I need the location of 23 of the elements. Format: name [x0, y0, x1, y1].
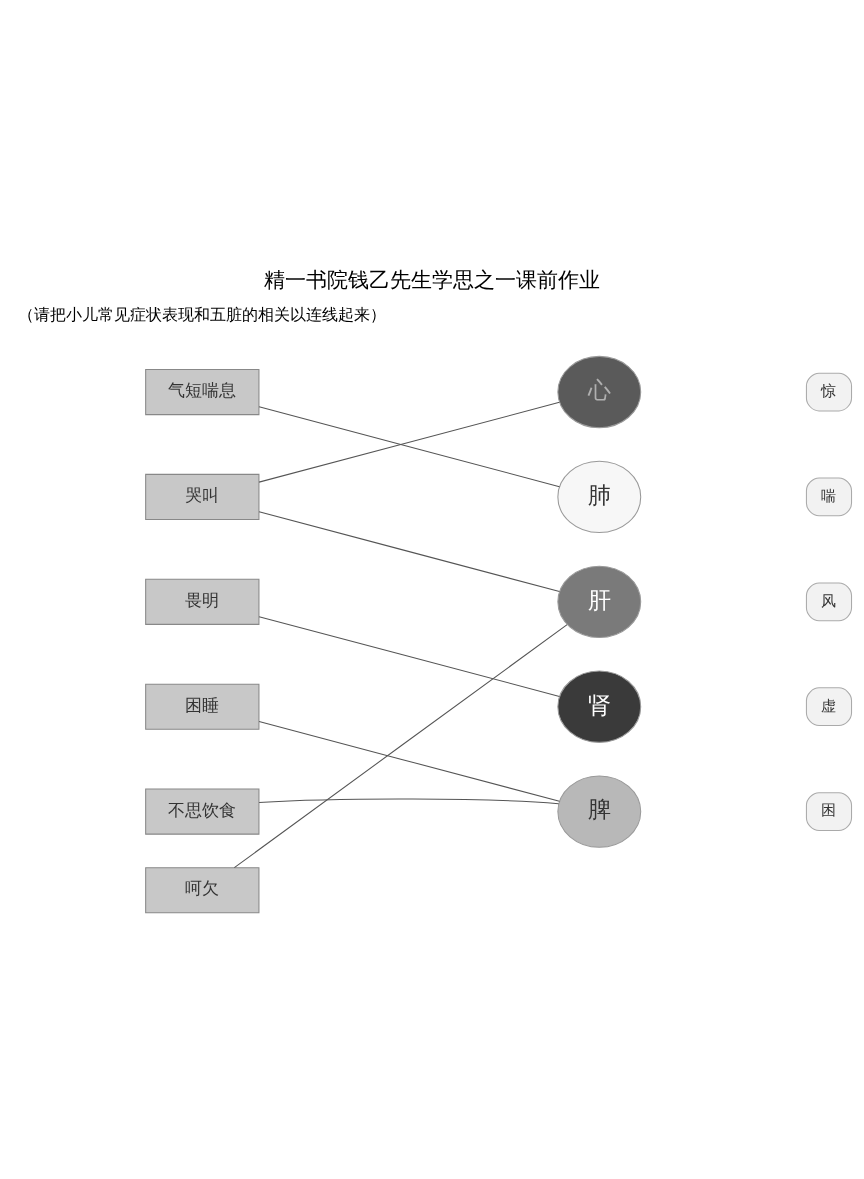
node-box: 气短喘息 — [145, 369, 260, 416]
node-ellipse: 肾 — [557, 670, 642, 743]
node-box: 喘 — [805, 477, 853, 517]
node-box: 呵欠 — [145, 867, 260, 914]
node-box: 风 — [805, 582, 853, 622]
connector — [258, 721, 560, 802]
label: （请把小儿常见症状表现和五脏的相关以连线起来） — [18, 305, 387, 325]
node-ellipse: 肝 — [557, 565, 642, 638]
node-box: 困睡 — [145, 683, 260, 730]
node-box: 不思饮食 — [145, 788, 260, 835]
node-box: 虚 — [805, 687, 853, 727]
node-ellipse: 肺 — [557, 460, 642, 534]
node-ellipse: 心 — [557, 355, 642, 429]
connector — [258, 511, 560, 593]
connector — [233, 624, 568, 869]
node-ellipse: 脾 — [557, 775, 642, 848]
node-box: 畏明 — [145, 578, 260, 625]
node-box: 哭叫 — [145, 473, 260, 520]
node-box: 困 — [805, 792, 853, 831]
connector — [258, 616, 560, 697]
diagram-title: 精一书院钱乙先生学思之一课前作业 — [264, 268, 600, 293]
node-box: 惊 — [805, 372, 853, 412]
connector — [258, 798, 560, 805]
